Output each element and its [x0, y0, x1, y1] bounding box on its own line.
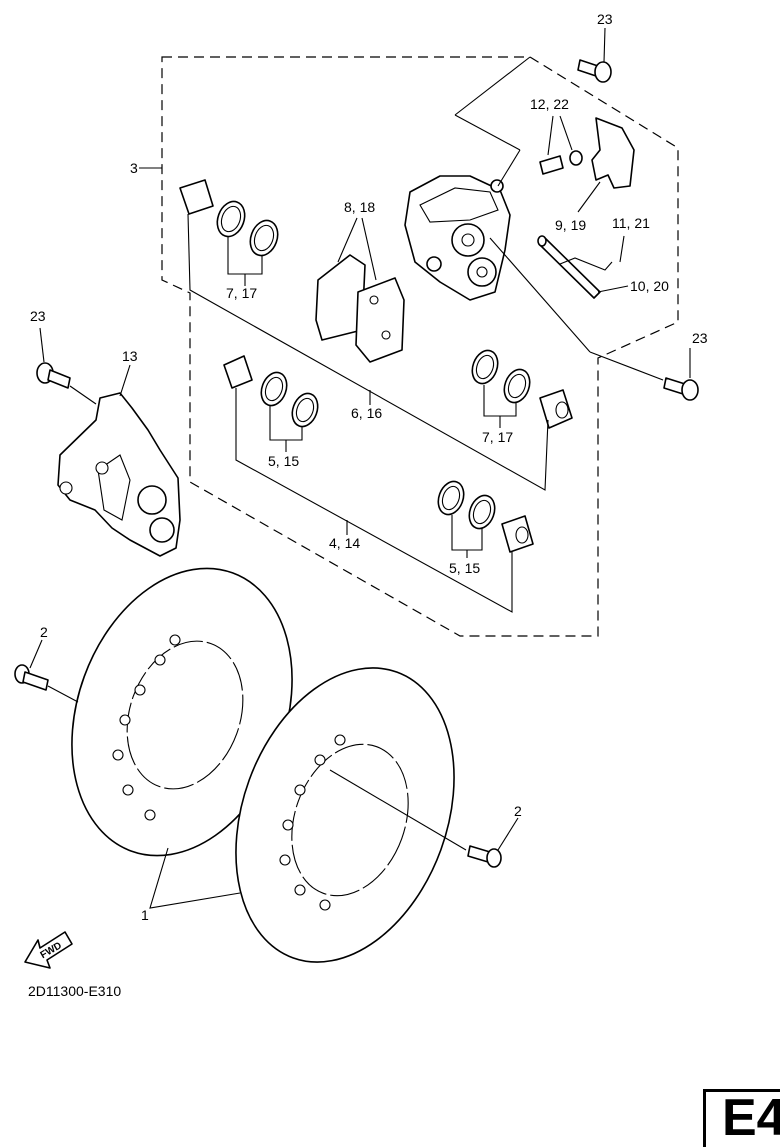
- pad-pin-clip: [559, 257, 613, 271]
- callout-3: 3: [130, 160, 138, 176]
- callout-6-16: 6, 16: [351, 405, 382, 421]
- callout-13: 13: [122, 348, 138, 364]
- callout-8-18: 8, 18: [344, 199, 375, 215]
- callout-2-right: 2: [514, 803, 522, 819]
- page-id: E4: [722, 1089, 780, 1147]
- callout-2-left: 2: [40, 624, 48, 640]
- brake-disc-right: [235, 667, 455, 963]
- pad-pin: [537, 235, 601, 299]
- caliper-complete: [57, 392, 181, 557]
- caliper-assembly-boundary: [161, 56, 679, 637]
- caliper-bolt-top: [577, 59, 612, 83]
- callout-1: 1: [141, 907, 149, 923]
- callout-5-15-middle: 5, 15: [268, 453, 299, 469]
- callout-23-right: 23: [692, 330, 708, 346]
- callout-5-15-lower: 5, 15: [449, 560, 480, 576]
- callout-10-20: 10, 20: [630, 278, 669, 294]
- seal-set-lower-right: [437, 480, 534, 553]
- diagram-code: 2D11300-E310: [28, 983, 122, 999]
- callout-12-22: 12, 22: [530, 96, 569, 112]
- callout-23-top: 23: [597, 11, 613, 27]
- callout-11-21: 11, 21: [612, 215, 650, 231]
- pad-spring: [591, 117, 635, 189]
- seal-set-middle-left: [223, 355, 319, 428]
- caliper-body: [404, 175, 511, 301]
- seal-set-middle-right: [471, 349, 573, 429]
- callout-7-17-middle: 7, 17: [482, 429, 513, 445]
- caliper-bolt-left: [36, 362, 71, 389]
- callout-7-17-upper: 7, 17: [226, 285, 257, 301]
- disc-bolt-left: [14, 664, 49, 691]
- page-id-box: [703, 1089, 780, 1147]
- callout-4-14: 4, 14: [329, 535, 360, 551]
- caliper-bolt-right: [663, 377, 699, 401]
- disc-bolt-right: [467, 845, 502, 868]
- bleed-screw: [539, 150, 583, 175]
- seal-set-upper-left: [179, 179, 279, 257]
- callout-23-left: 23: [30, 308, 46, 324]
- callout-9-19: 9, 19: [555, 217, 586, 233]
- leader-lines: [29, 27, 691, 909]
- forward-arrow-icon: [24, 931, 73, 969]
- brake-pads: [315, 254, 405, 363]
- brake-disc-left: [71, 567, 293, 857]
